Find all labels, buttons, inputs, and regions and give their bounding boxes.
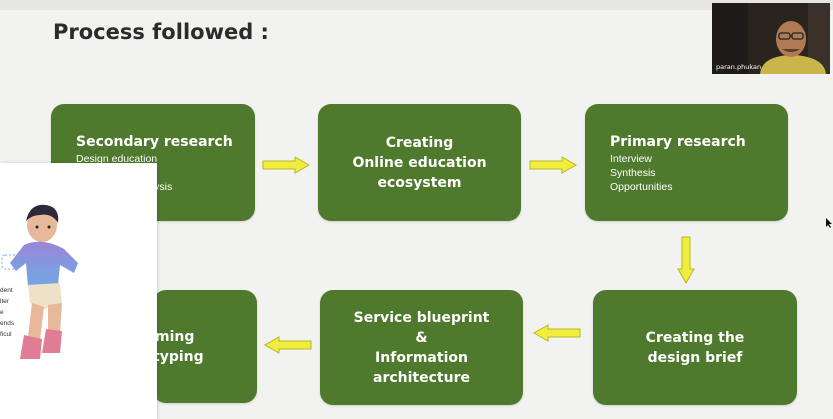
overlay-list-item: lter <box>0 298 10 305</box>
creating-online-line-1: Creating <box>385 134 454 151</box>
ideation-line-1: ming <box>155 328 195 345</box>
creating-online-line-3: ecosystem <box>377 174 462 191</box>
arrow-left-icon <box>533 324 581 342</box>
arrow-down-icon <box>677 236 695 284</box>
blueprint-line-3: Information <box>375 349 468 366</box>
webcam-name-label: paran.phukan <box>716 63 762 71</box>
blueprint-line-4: architecture <box>373 369 470 386</box>
blueprint-line-2: & <box>415 329 428 346</box>
slide-title: Process followed : <box>53 20 269 44</box>
service-blueprint-box: Service blueprint & Information architec… <box>320 290 523 405</box>
secondary-item-1: Design education <box>76 152 158 165</box>
arrow-right-icon <box>529 156 577 174</box>
top-strip <box>0 0 833 10</box>
character-illustration-icon <box>1 204 78 359</box>
overlay-list: dent lter e ends ficul <box>0 285 14 340</box>
primary-item-1: Interview <box>610 152 653 165</box>
overlay-list-item: dent <box>0 287 13 294</box>
secondary-research-title: Secondary research <box>76 133 233 150</box>
primary-research-box: Primary research Interview Synthesis Opp… <box>585 104 788 221</box>
webcam-person-icon <box>712 3 830 74</box>
brief-line-1: Creating the <box>645 329 745 346</box>
primary-research-title: Primary research <box>610 133 746 150</box>
creating-online-line-2: Online education <box>352 154 487 171</box>
ideation-prototyping-box: ming typing <box>153 290 257 403</box>
primary-item-3: Opportunities <box>610 180 673 193</box>
overlay-list-item: ends <box>0 320 15 327</box>
overlay-list-item: e <box>0 309 4 316</box>
design-brief-box: Creating the design brief <box>593 290 797 405</box>
arrow-left-icon <box>264 336 312 354</box>
brief-line-2: design brief <box>647 349 743 366</box>
webcam-feed: paran.phukan <box>712 3 830 74</box>
ideation-line-2: typing <box>153 348 204 365</box>
overlay-list-item: ficul <box>0 331 12 338</box>
mouse-cursor-icon <box>826 218 832 228</box>
character-overlay-panel: dent lter e ends ficul <box>0 163 157 419</box>
primary-item-2: Synthesis <box>610 166 656 179</box>
creating-online-education-box: Creating Online education ecosystem <box>318 104 521 221</box>
arrow-right-icon <box>262 156 310 174</box>
blueprint-line-1: Service blueprint <box>353 309 490 326</box>
